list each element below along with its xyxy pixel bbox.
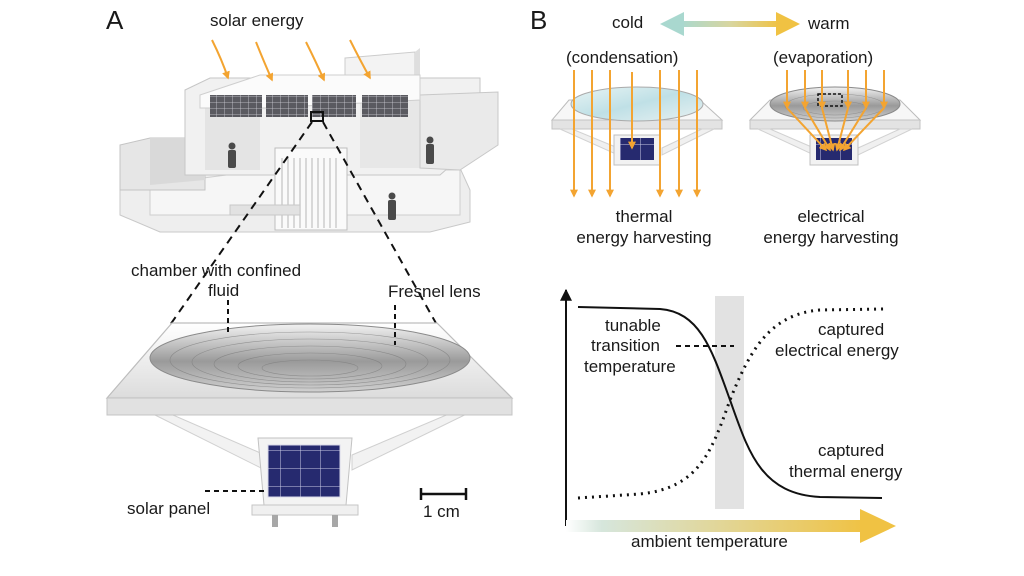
fresnel-lens-label: Fresnel lens bbox=[388, 282, 481, 301]
captured-electrical-line1: captured bbox=[818, 320, 885, 339]
warm-rays bbox=[783, 70, 888, 152]
captured-electrical-line2: electrical energy bbox=[775, 341, 899, 360]
panel-a-letter: A bbox=[106, 5, 124, 35]
warm-label: warm bbox=[808, 14, 850, 33]
zoom-lines bbox=[169, 121, 438, 326]
house-illustration bbox=[119, 48, 499, 233]
chamber-label: chamber with confined bbox=[131, 261, 302, 280]
cold-label: cold bbox=[612, 13, 644, 32]
thermal-curve bbox=[577, 306, 883, 499]
thermal-harvest-line1: thermal bbox=[615, 207, 673, 226]
chamber-label-line2: fluid bbox=[208, 281, 240, 300]
evaporation-label: (evaporation) bbox=[773, 48, 874, 67]
scale-bar bbox=[419, 488, 468, 500]
device-illustration bbox=[105, 322, 514, 527]
x-axis-arrow bbox=[566, 509, 896, 543]
solar-energy-arrows bbox=[211, 39, 371, 82]
electrical-harvest-line1: electrical bbox=[797, 207, 865, 226]
graph bbox=[560, 288, 896, 543]
captured-thermal-line1: captured bbox=[818, 441, 885, 460]
cold-rays bbox=[570, 70, 701, 198]
transition-band bbox=[715, 296, 744, 509]
solar-panel-label: solar panel bbox=[127, 499, 211, 518]
tunable-line2: transition bbox=[591, 336, 660, 355]
scale-label: 1 cm bbox=[423, 502, 460, 521]
solar-energy-label: solar energy bbox=[210, 11, 304, 30]
electrical-harvest-line2: energy harvesting bbox=[763, 228, 899, 247]
condensation-label: (condensation) bbox=[566, 48, 679, 67]
x-axis-label: ambient temperature bbox=[631, 532, 788, 551]
thermal-harvest-line2: energy harvesting bbox=[576, 228, 712, 247]
captured-thermal-line2: thermal energy bbox=[789, 462, 903, 481]
warm-device bbox=[748, 86, 922, 166]
tunable-line3: temperature bbox=[584, 357, 676, 376]
panel-b-letter: B bbox=[530, 5, 548, 35]
cold-warm-arrow bbox=[660, 12, 800, 36]
tunable-line1: tunable bbox=[605, 316, 661, 335]
cold-device bbox=[550, 86, 724, 166]
pointer-lines bbox=[205, 300, 396, 492]
